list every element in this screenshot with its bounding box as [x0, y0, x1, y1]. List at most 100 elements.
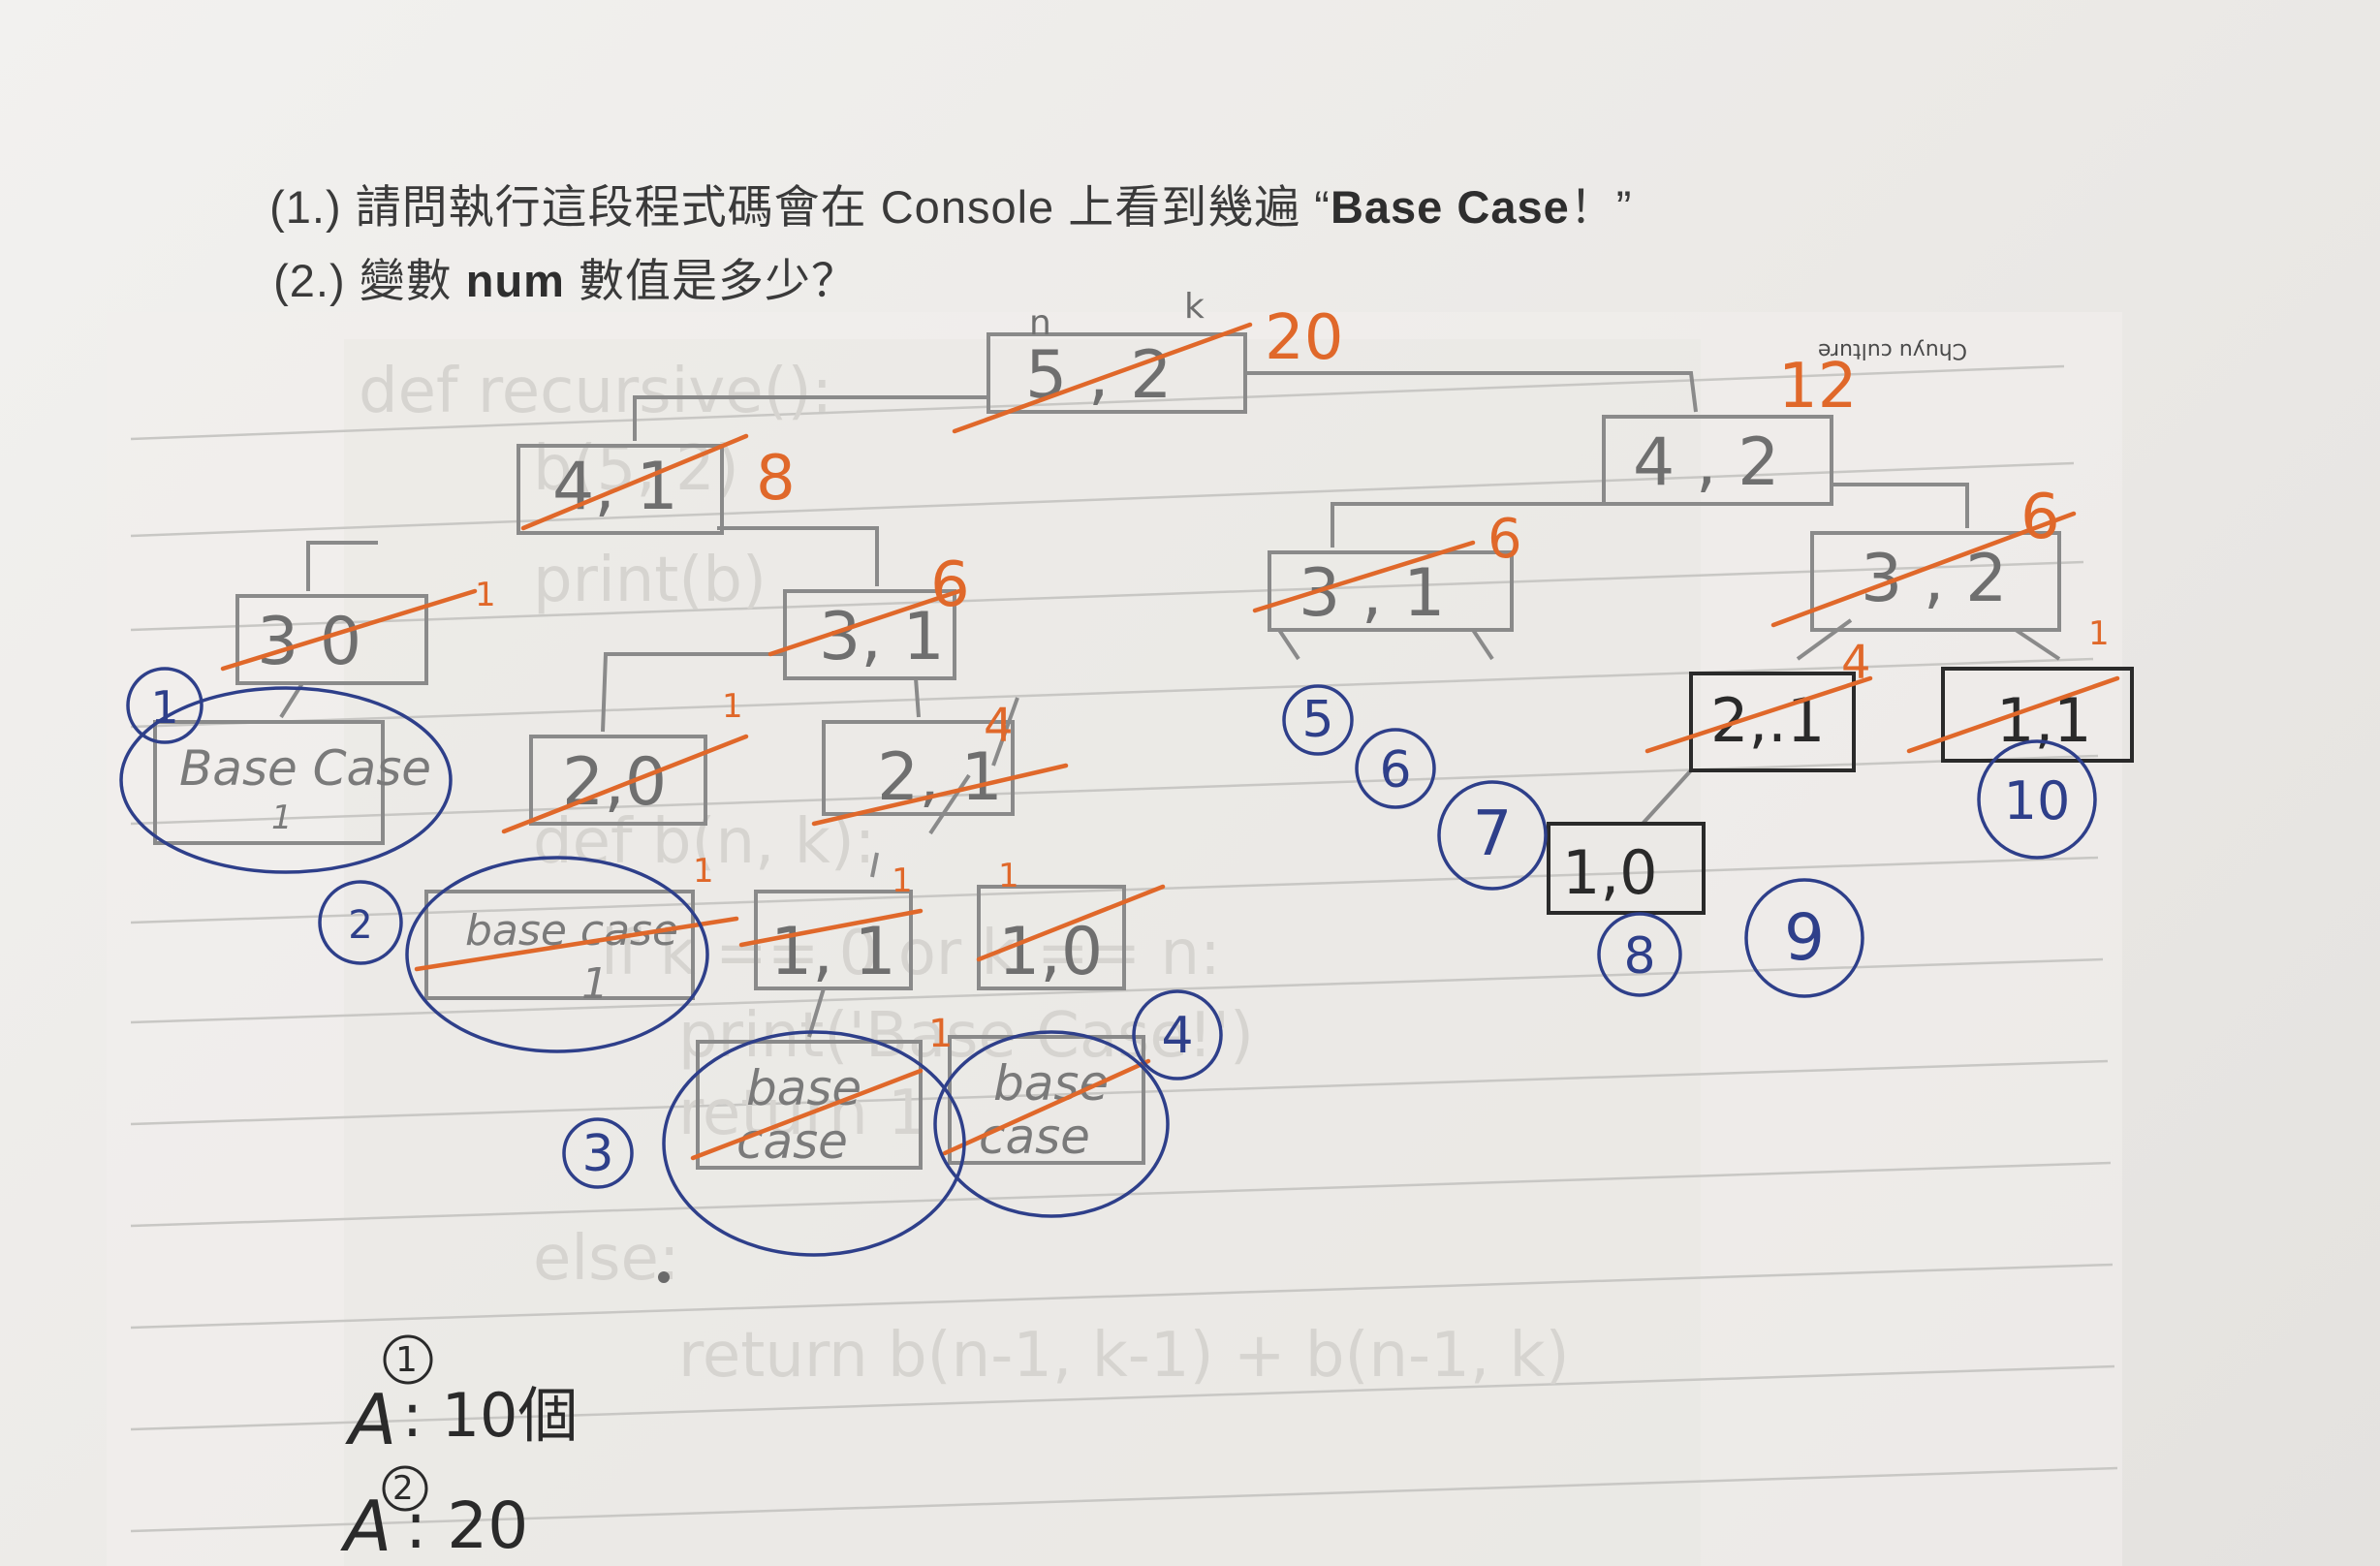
node-2-1b-label: 2,.1	[1710, 685, 1825, 756]
question-2-bold: num	[465, 255, 565, 306]
base-case-1-box	[153, 720, 385, 845]
node-1-1b-box	[1941, 667, 2134, 763]
pencil-dot	[658, 1271, 670, 1283]
marker-4-circle	[1132, 989, 1223, 1081]
base-case-labels: Base Case 1 base case 1 base case base c…	[179, 740, 1109, 1170]
question-2-number: (2.)	[273, 255, 346, 306]
node-4-2-box	[1602, 415, 1833, 506]
marker-10-circle	[1977, 739, 2097, 860]
node-1-0b-label: 1,0	[1562, 837, 1658, 908]
question-1-end: ！”	[1569, 181, 1633, 233]
marker-4-number: 4	[1161, 1007, 1193, 1065]
base-case-4-line2: case	[979, 1109, 1090, 1165]
marker-6-circle	[1355, 728, 1436, 809]
result-4-1: 8	[756, 443, 796, 515]
marker-2-circle	[318, 880, 403, 965]
blue-circles	[119, 686, 1170, 1257]
base-case-3-circle	[662, 1030, 966, 1257]
marker-5-circle	[1282, 684, 1354, 756]
answer-2-value: : 20	[405, 1488, 528, 1563]
node-2-1b-box	[1689, 672, 1856, 772]
marker-9-number: 9	[1784, 900, 1825, 975]
question-2: (2.) 變數 num 數值是多少？	[246, 190, 858, 310]
node-1-1a-label: 1,0	[998, 914, 1103, 990]
node-5-2-n: n	[1029, 303, 1051, 343]
tree-nodes-dark	[1547, 667, 2134, 915]
marker-3-number: 3	[581, 1125, 613, 1183]
base-case-2-circle	[405, 856, 709, 1053]
node-5-2-k: k	[1184, 287, 1205, 327]
node-4-1-label: 4, 1	[552, 449, 678, 525]
base-case-3-box	[696, 1040, 923, 1170]
marker-7-circle	[1437, 780, 1548, 891]
node-labels-dark: 2,.1 1,1 1,0	[1562, 685, 2092, 908]
node-3-1b-label: 3 , 1	[1299, 555, 1445, 632]
base-case-1-line1: Base Case	[179, 740, 431, 797]
ghost-code-line-8: else:	[533, 1223, 679, 1295]
base-case-4-circle	[933, 1030, 1170, 1218]
result-5-2: 20	[1265, 302, 1343, 374]
result-1-1b: 1	[2088, 614, 2110, 653]
answer-1-label: A	[345, 1379, 396, 1460]
marker-3-circle	[562, 1117, 634, 1189]
base-case-2-line1: base case	[465, 906, 678, 955]
blue-markers	[126, 667, 2097, 1189]
node-3-2-label: 3 , 2	[1861, 541, 2007, 617]
question-2-post: 數值是多少？	[564, 255, 859, 306]
orange-results: 20 8 12 1 6 6 6 1 4 4 1 1 1 1 1 case	[475, 302, 2110, 1056]
node-4-1-box	[517, 444, 724, 535]
base-case-1-line2: 1	[271, 799, 293, 837]
node-3-1a-box	[783, 589, 956, 680]
base-case-3-line1: base	[746, 1060, 861, 1116]
node-5-2-label: 5 , 2	[1025, 337, 1172, 414]
base-case-4-line1: base	[993, 1055, 1109, 1112]
marker-10-number: 10	[2004, 770, 2071, 831]
result-2-0: 1	[722, 687, 743, 726]
marker-8-number: 8	[1623, 927, 1655, 986]
marker-7-number: 7	[1473, 799, 1513, 870]
node-3-0-box	[235, 594, 428, 685]
marker-6-number: 6	[1379, 741, 1411, 799]
marker-2-number: 2	[348, 903, 372, 948]
result-3-1b: 6	[1488, 508, 1522, 571]
result-base-3: 1	[928, 1012, 953, 1056]
result-2-1b: 4	[1841, 636, 1871, 690]
watermark: Chuyu culture	[1818, 338, 1967, 362]
answers: A 1 : 10個 A 2 : 20	[340, 1334, 579, 1566]
marker-1-number: 1	[150, 681, 178, 734]
question-1-bold: Base Case	[1330, 181, 1570, 233]
base-case-3-line2: case	[736, 1113, 848, 1170]
node-3-1a-label: 3, 1	[819, 599, 945, 675]
ghost-code-line-9: return b(n-1, k-1) + b(n-1, k)	[678, 1320, 1570, 1392]
paper-sheet	[107, 312, 2122, 1566]
marker-1-circle	[126, 667, 204, 744]
node-2-1a-box	[822, 720, 1015, 816]
answer-1-sup: 1	[395, 1340, 418, 1380]
result-3-2: 6	[2020, 482, 2060, 553]
node-2-0-label: 2,0	[562, 744, 667, 821]
ruled-lines	[130, 364, 2118, 1533]
node-1-0b-box	[1547, 822, 1706, 915]
node-3-2-box	[1810, 531, 2061, 632]
answer-1-value: : 10個	[402, 1380, 579, 1451]
node-4-2-label: 4 , 2	[1633, 424, 1779, 501]
result-4-2: 12	[1778, 351, 1857, 423]
question-2-pre: 變數	[359, 255, 466, 306]
ghost-code-line-3: print(b)	[533, 545, 767, 616]
answer-2-label: A	[340, 1486, 391, 1566]
result-1-1a: 1	[998, 857, 1019, 895]
answer-2-sup-circle	[382, 1465, 428, 1512]
node-3-1b-box	[1268, 550, 1514, 632]
answer-2-sup: 2	[392, 1469, 414, 1508]
base-case-1-circle	[119, 686, 453, 874]
blue-marker-numbers: 1 2 3 4 5 6 7 8 9 10	[150, 681, 2070, 1183]
marker-9-circle	[1744, 878, 1864, 998]
answer-1-sup-circle	[383, 1334, 433, 1385]
base-case-2-box	[424, 890, 695, 1000]
question-1-text: 請問執行這段程式碼會在 Console 上看到幾遍 “	[355, 181, 1331, 233]
tree-nodes	[153, 332, 2061, 1170]
node-2-0-box	[529, 735, 707, 826]
result-2-1a: 4	[984, 699, 1014, 753]
result-base-2: 1	[693, 852, 714, 891]
